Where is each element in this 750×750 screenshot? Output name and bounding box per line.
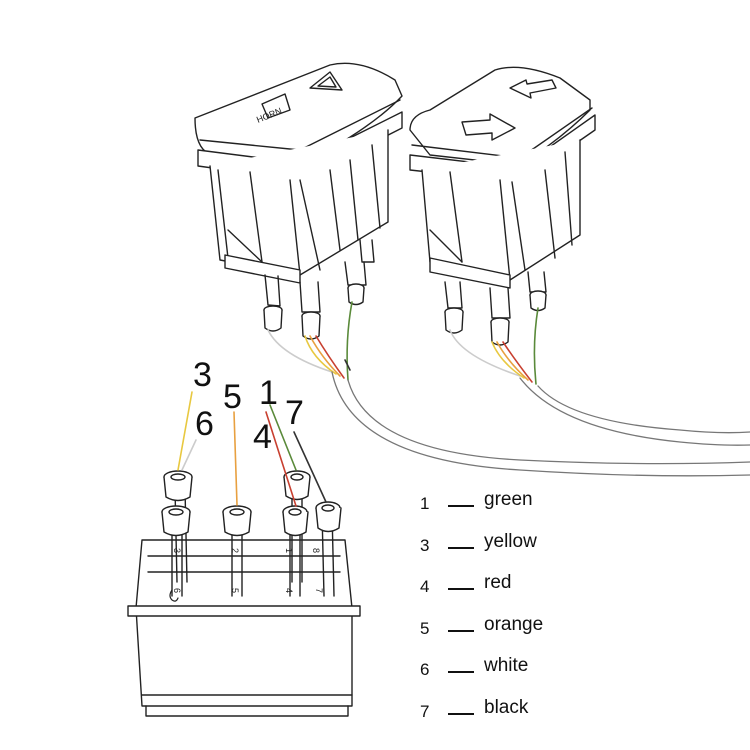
legend-pin-number: 4 bbox=[420, 577, 430, 597]
pin-label-top-4: 8 bbox=[311, 548, 321, 553]
horn-hazard-switch: HORN bbox=[194, 62, 403, 340]
legend-dash bbox=[448, 629, 474, 632]
legend-row-2: 3 yellow bbox=[420, 528, 740, 570]
legend-dash bbox=[448, 505, 474, 507]
callout-label-5: 5 bbox=[223, 378, 242, 416]
legend-color-name: orange bbox=[484, 613, 544, 635]
legend-color-name: black bbox=[484, 696, 529, 718]
housing-pin-labels: 3 2 1 8 6 5 4 7 bbox=[172, 548, 324, 593]
pin-label-top-3: 1 bbox=[284, 548, 294, 553]
legend-pin-number: 7 bbox=[420, 701, 430, 721]
callout-label-7: 7 bbox=[285, 394, 304, 432]
callout-label-1: 1 bbox=[259, 374, 278, 412]
legend-dash bbox=[448, 712, 474, 715]
legend-dash bbox=[448, 546, 474, 549]
legend-color-name: red bbox=[484, 572, 512, 594]
legend-color-name: green bbox=[484, 489, 533, 510]
left-arrow-icon bbox=[509, 79, 557, 99]
legend-row-4: 5 orange bbox=[420, 611, 740, 653]
callout-wires bbox=[177, 391, 327, 507]
right-arrow-icon bbox=[461, 113, 516, 141]
legend-dash bbox=[448, 588, 474, 591]
legend-pin-number: 5 bbox=[420, 618, 430, 638]
legend-row-5: 6 white bbox=[420, 652, 740, 694]
legend-pin-number: 3 bbox=[420, 535, 430, 555]
legend-row-1: 1 green bbox=[420, 486, 740, 528]
pin-label-top-2: 2 bbox=[230, 548, 240, 553]
legend-color-name: yellow bbox=[484, 530, 537, 552]
pin-label-bottom-2: 5 bbox=[230, 588, 240, 593]
callout-label-4: 4 bbox=[253, 418, 272, 456]
legend-pin-number: 6 bbox=[420, 660, 430, 680]
horn-icon bbox=[261, 93, 291, 119]
pin-label-bottom-3: 4 bbox=[284, 588, 294, 593]
top-wire-bundles bbox=[267, 301, 750, 477]
legend-color-name: white bbox=[484, 655, 529, 677]
callout-labels: 3 6 5 1 4 7 bbox=[193, 356, 304, 456]
pin-label-bottom-4: 7 bbox=[314, 588, 324, 593]
pin-connectors bbox=[161, 470, 342, 537]
legend-row-3: 4 red bbox=[420, 569, 740, 611]
callout-label-6: 6 bbox=[195, 405, 214, 443]
legend-dash bbox=[448, 671, 474, 674]
pin-label-bottom-1: 6 bbox=[172, 588, 182, 593]
legend-pin-number: 1 bbox=[420, 494, 430, 513]
pin-label-top-1: 3 bbox=[172, 548, 182, 553]
hazard-triangle-icon bbox=[309, 71, 343, 91]
turn-signal-switch bbox=[409, 66, 596, 346]
wire-color-legend: 1 green 3 yellow 4 red 5 orange 6 white … bbox=[420, 486, 740, 736]
callout-label-3: 3 bbox=[193, 356, 212, 394]
pin-detail-switch bbox=[127, 487, 361, 717]
legend-row-6: 7 black bbox=[420, 694, 740, 736]
